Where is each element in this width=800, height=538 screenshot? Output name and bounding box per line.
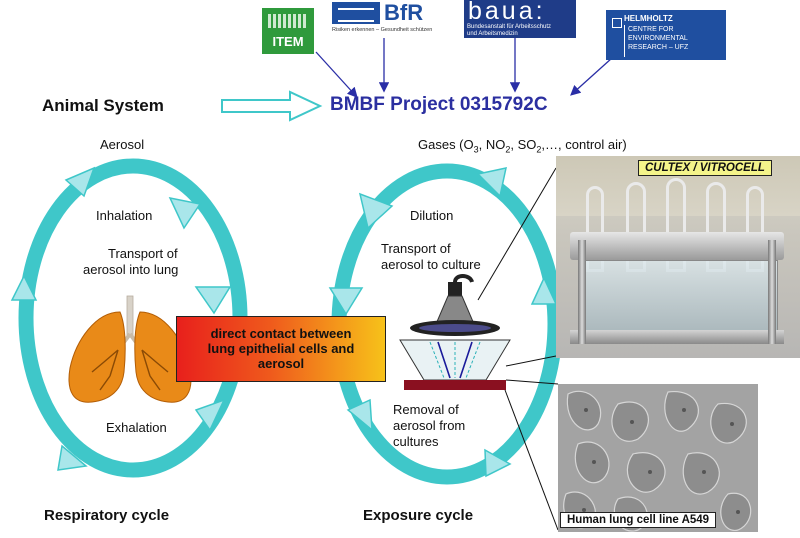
cells-caption: Human lung cell line A549	[560, 512, 717, 528]
ufz-logo: HELMHOLTZ CENTRE FOR ENVIRONMENTAL RESEA…	[606, 10, 726, 60]
apparatus-to-device-line	[477, 167, 557, 301]
ufz-logo-line4: RESEARCH – UFZ	[628, 44, 689, 51]
bfr-logo: BfR Risiken erkennen – Gesundheit schütz…	[330, 0, 442, 38]
baua-logo: baua: Bundesanstalt für Arbeitsschutz un…	[464, 0, 576, 38]
removal-label-line2: aerosol from	[393, 418, 466, 433]
respiratory-cycle-arrows	[10, 166, 232, 471]
dilution-label: Dilution	[410, 208, 454, 223]
gases-label: Gases (O3, NO2, SO2,…, control air)	[418, 137, 627, 155]
direct-contact-line1: direct contact between	[210, 326, 352, 341]
transport-lung-label-line2: aerosol into lung	[83, 262, 179, 277]
device-caption: CULTEX / VITROCELL	[638, 160, 772, 176]
cells-micrograph: Human lung cell line A549	[558, 384, 758, 532]
ufz-logo-line3: ENVIRONMENTAL	[628, 35, 688, 42]
exposure-cycle-title: Exposure cycle	[363, 507, 474, 524]
direct-contact-line2: lung epithelial cells and	[207, 341, 355, 356]
project-title: BMBF Project 0315792C	[330, 94, 548, 115]
animal-system-title: Animal System	[42, 96, 164, 115]
transport-lung-label-line1: Transport of	[108, 246, 178, 261]
cells-texture	[558, 384, 758, 532]
logo-connectors	[315, 38, 613, 98]
inhalation-label: Inhalation	[96, 208, 153, 223]
apparatus-to-device-line-2	[505, 355, 557, 367]
removal-label-line3: cultures	[393, 434, 439, 449]
bfr-logo-slogan: Risiken erkennen – Gesundheit schützen	[332, 27, 433, 33]
baua-logo-name: baua:	[468, 0, 546, 25]
baua-logo-line1: Bundesanstalt für Arbeitsschutz	[467, 24, 552, 30]
respiratory-cycle-title: Respiratory cycle	[44, 507, 170, 524]
removal-label-line1: Removal of	[393, 402, 459, 417]
lungs-illustration	[68, 295, 192, 403]
ufz-logo-line1: HELMHOLTZ	[624, 14, 673, 23]
device-photo: CULTEX / VITROCELL	[556, 156, 800, 358]
exposure-cycle-arrows	[328, 167, 558, 478]
exposure-apparatus-illustration	[399, 274, 511, 390]
transport-culture-label-line2: aerosol to culture	[381, 257, 481, 272]
bfr-logo-name: BfR	[384, 0, 424, 25]
aerosol-label: Aerosol	[100, 137, 145, 152]
exhalation-label: Exhalation	[106, 420, 167, 435]
item-logo-text: ITEM	[272, 34, 304, 49]
apparatus-to-cells-line-2	[504, 389, 559, 531]
apparatus-to-cells-line	[505, 379, 559, 385]
baua-logo-line2: und Arbeitsmedizin	[467, 31, 518, 37]
item-logo: ITEM	[262, 8, 314, 54]
animal-to-project-arrow	[221, 90, 323, 122]
transport-culture-label-line1: Transport of	[381, 241, 451, 256]
ufz-logo-line2: CENTRE FOR	[628, 26, 674, 33]
direct-contact-box: direct contact between lung epithelial c…	[176, 316, 386, 382]
direct-contact-line3: aerosol	[257, 356, 305, 371]
